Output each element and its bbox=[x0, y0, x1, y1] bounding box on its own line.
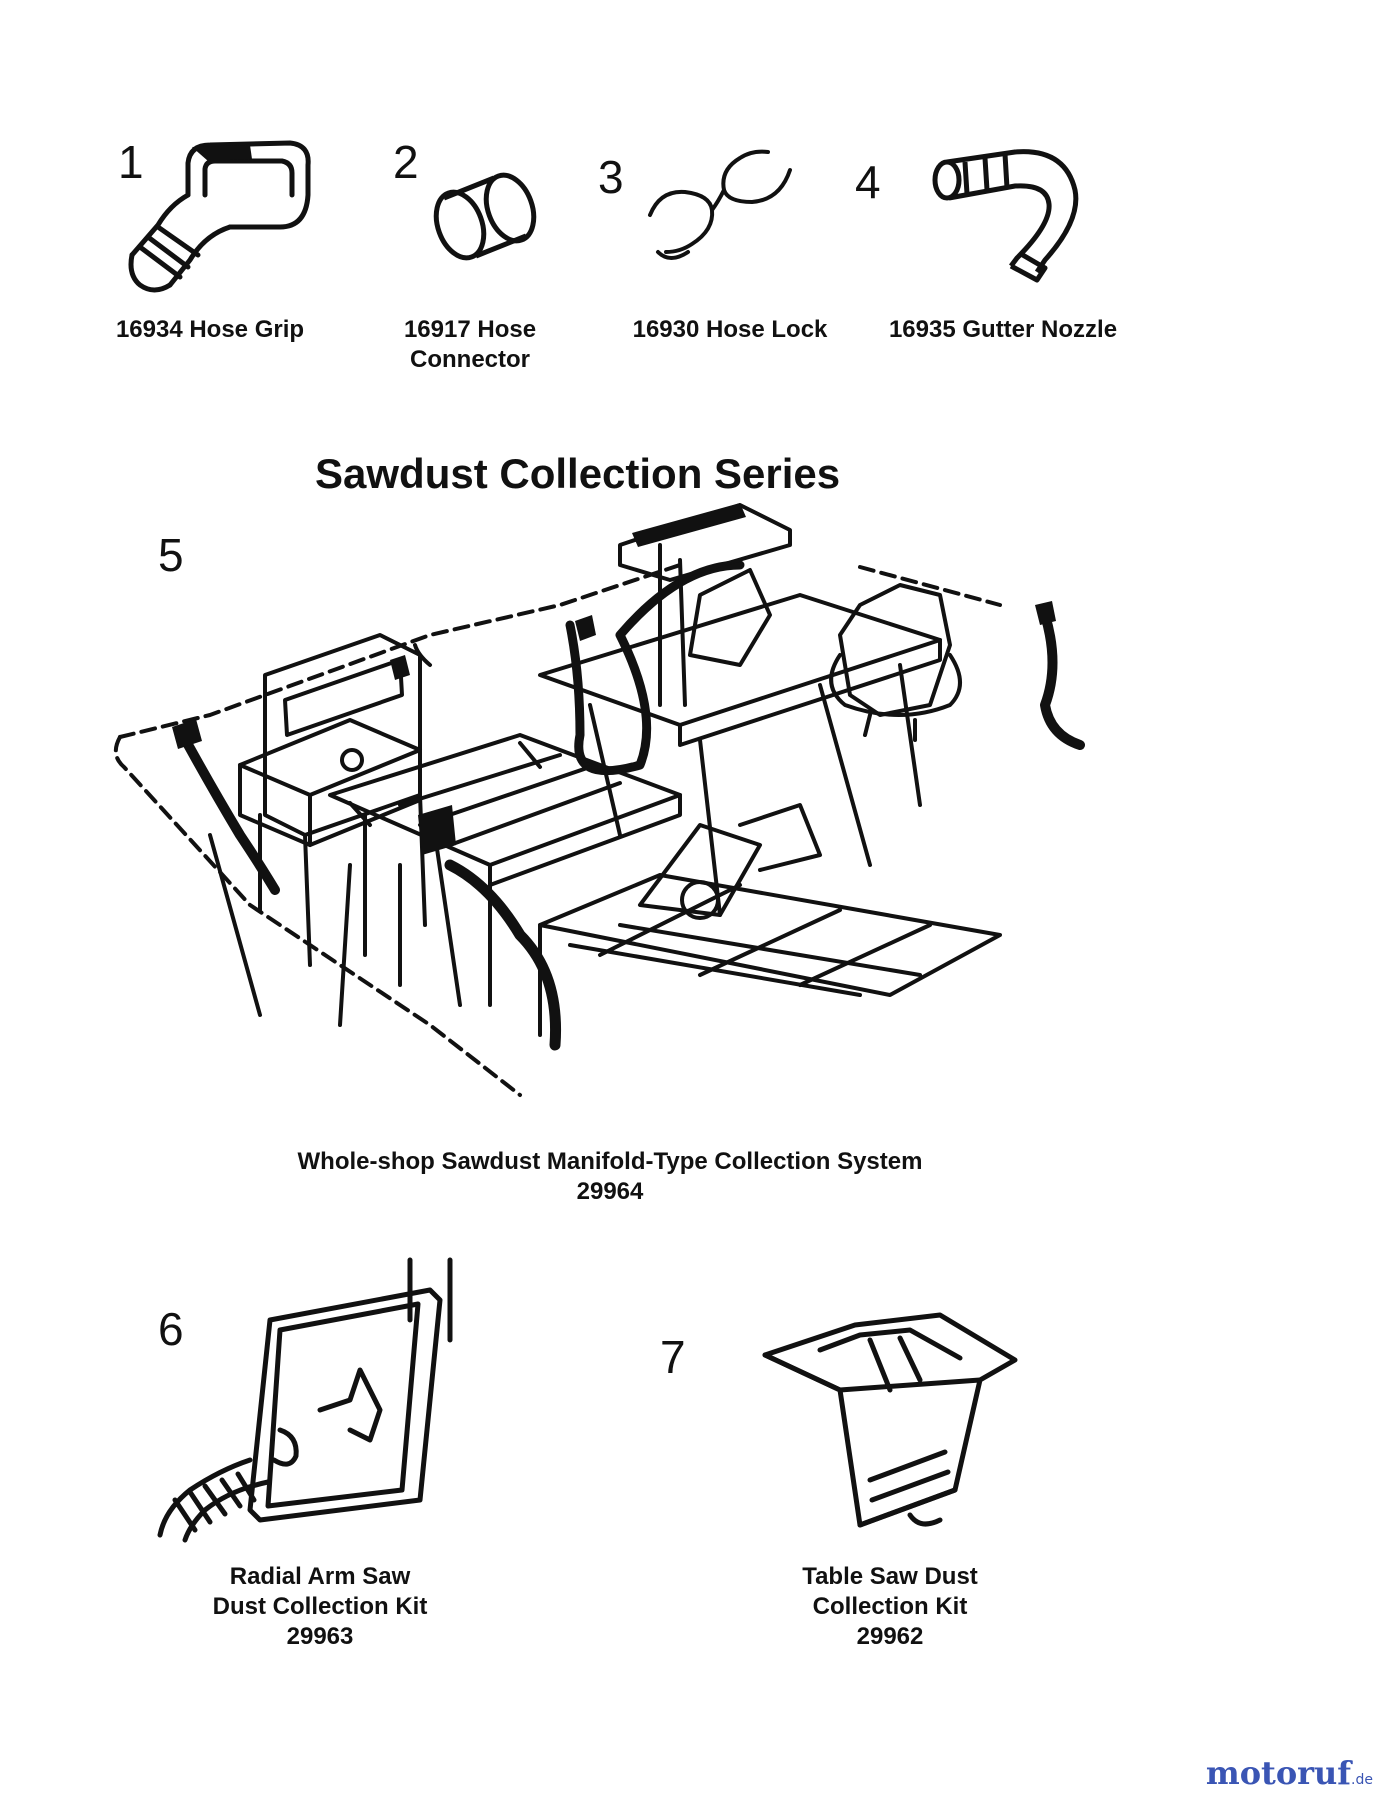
watermark: motoruf.de bbox=[1206, 1754, 1373, 1792]
hose-lock-icon bbox=[640, 140, 800, 260]
item-3-number: 3 bbox=[598, 151, 624, 203]
kit-7-caption: Table Saw Dust Collection Kit 29962 bbox=[802, 1563, 978, 1650]
radial-arm-saw-kit-illustration bbox=[150, 1260, 480, 1540]
system-caption: Whole-shop Sawdust Manifold-Type Collect… bbox=[297, 1148, 923, 1205]
table-saw-kit-illustration bbox=[760, 1310, 1020, 1540]
workshop-system-illustration bbox=[100, 503, 1140, 1125]
item-3-caption: 16930 Hose Lock bbox=[632, 316, 828, 343]
item-6-number: 6 bbox=[158, 1303, 184, 1355]
hose-grip-icon bbox=[110, 135, 320, 300]
gutter-nozzle-icon bbox=[925, 140, 1095, 285]
item-2-number: 2 bbox=[393, 136, 419, 188]
watermark-suffix: .de bbox=[1351, 1772, 1373, 1788]
item-4-caption: 16935 Gutter Nozzle bbox=[888, 316, 1118, 343]
item-5-number: 5 bbox=[158, 529, 184, 581]
section-title: Sawdust Collection Series bbox=[315, 450, 841, 497]
item-1-number: 1 bbox=[118, 136, 144, 188]
item-4-number: 4 bbox=[855, 156, 881, 208]
hose-connector-icon bbox=[430, 170, 540, 270]
item-1-caption: 16934 Hose Grip bbox=[115, 316, 305, 343]
item-2-caption: 16917 Hose Connector bbox=[403, 316, 537, 373]
item-7-number: 7 bbox=[660, 1331, 686, 1383]
kit-6-caption: Radial Arm Saw Dust Collection Kit 29963 bbox=[212, 1563, 428, 1650]
watermark-text: motoruf bbox=[1205, 1754, 1352, 1792]
